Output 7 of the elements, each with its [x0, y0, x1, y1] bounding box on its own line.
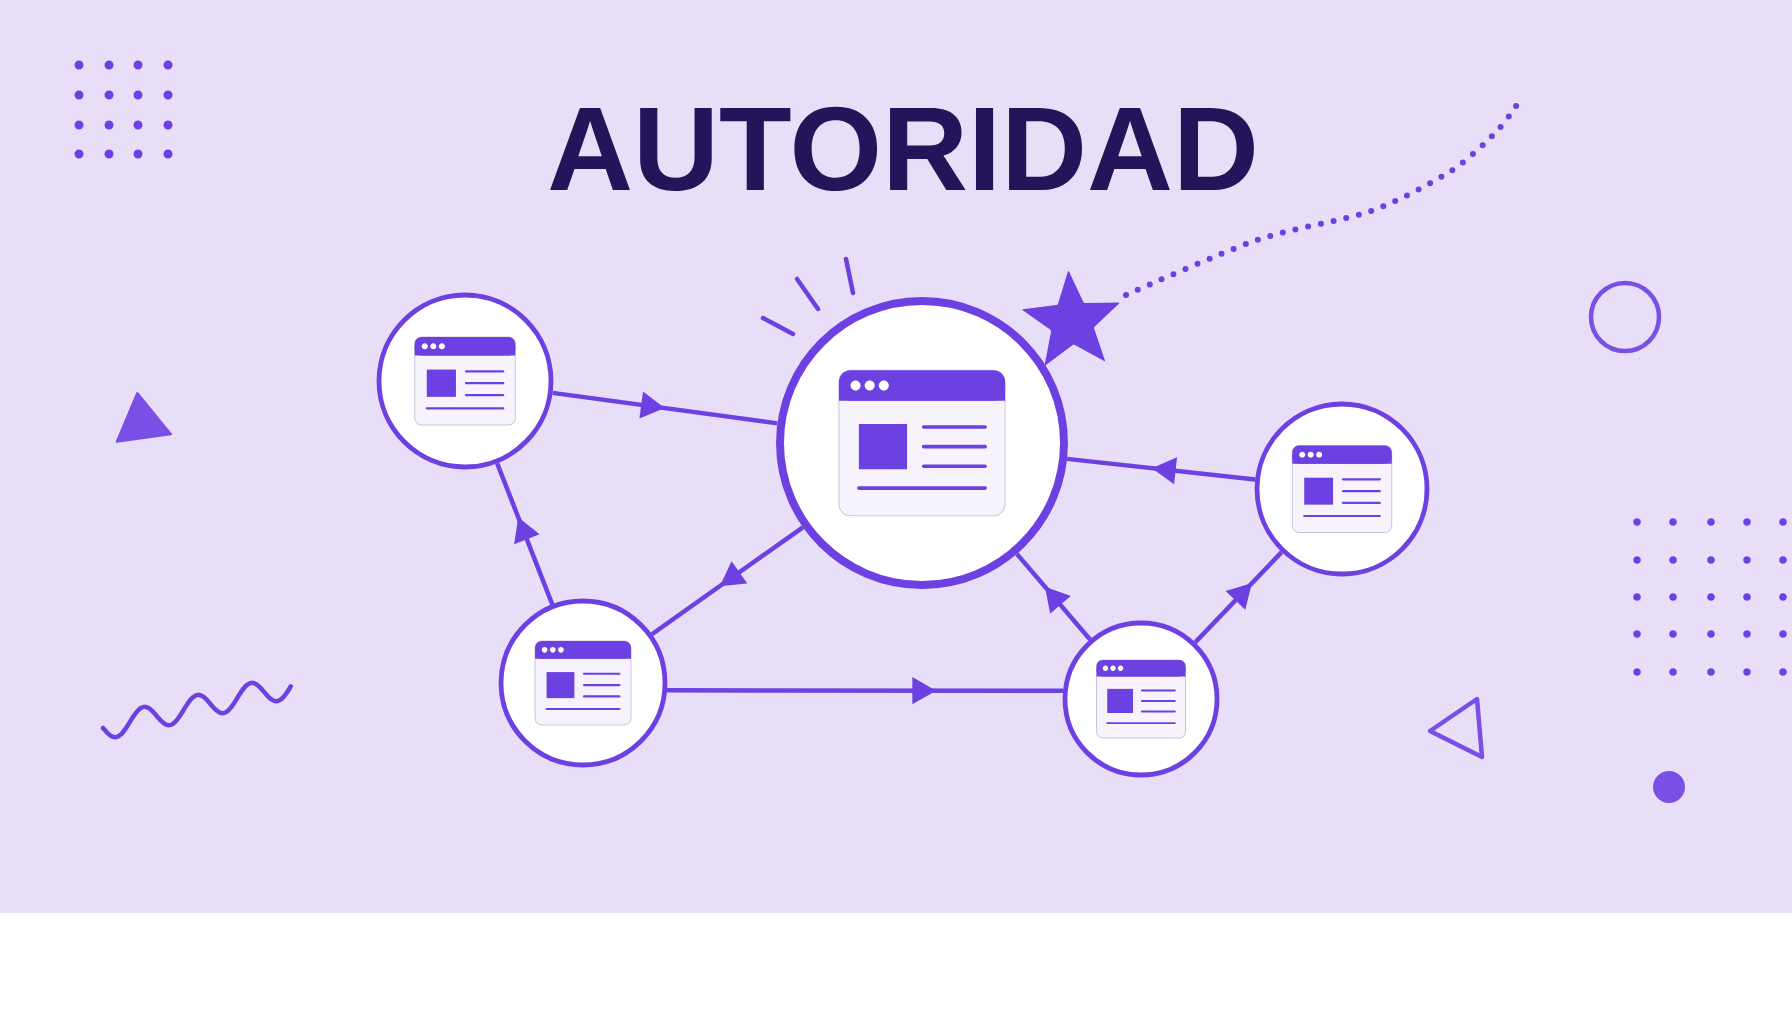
arrow [1066, 456, 1256, 485]
arrow [1193, 550, 1284, 644]
arrow [552, 390, 778, 426]
arrow [1015, 552, 1092, 641]
arrow [650, 525, 805, 637]
title: AUTORIDAD [550, 106, 1254, 192]
arrow [495, 462, 555, 606]
